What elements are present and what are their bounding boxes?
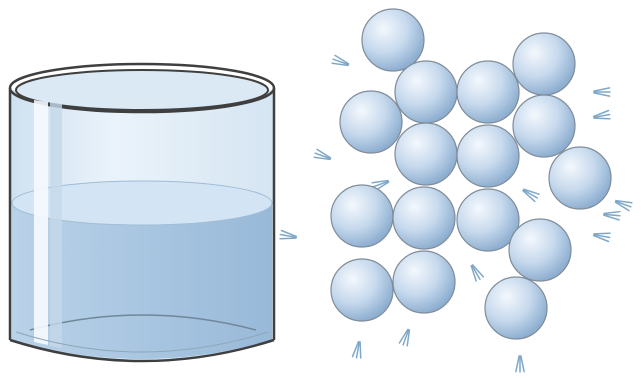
particle [457,125,519,187]
particle [485,277,547,339]
beaker [10,64,274,361]
particle [457,61,519,123]
particle [340,91,402,153]
glass-highlight [34,100,48,345]
particle [395,123,457,185]
particle [331,185,393,247]
particle [362,9,424,71]
particle [549,147,611,209]
particle [331,259,393,321]
particle [513,33,575,95]
particle [509,219,571,281]
particle [393,251,455,313]
glass-highlight-shadow [50,102,62,348]
particle [513,95,575,157]
particle [395,61,457,123]
particle [393,187,455,249]
